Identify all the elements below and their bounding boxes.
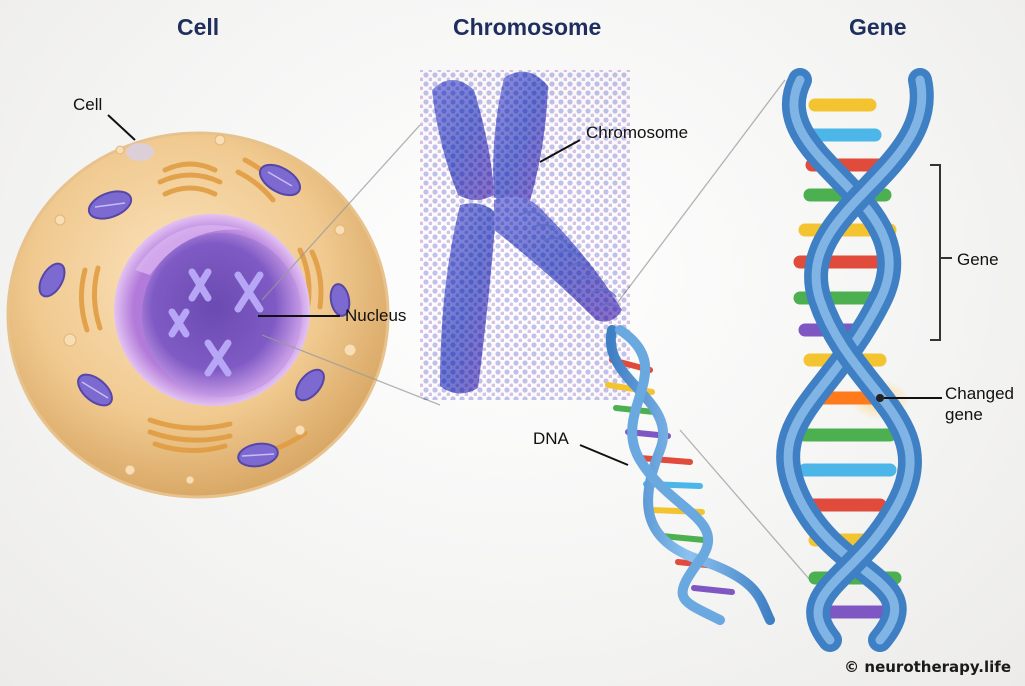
heading-cell: Cell [177,14,220,40]
heading-gene: Gene [849,14,907,40]
chromosome-illustration [420,70,630,400]
copyright-credit: © neurotherapy.life [844,658,1011,676]
leader-lines [107,114,942,466]
cell-illustration [6,131,390,499]
dna-double-helix-large [776,68,934,652]
gene-bracket [930,164,952,341]
label-changed-gene: Changed gene [945,383,1014,425]
zoom-guide-lines [261,79,811,581]
label-changed-gene-line1: Changed [945,384,1015,403]
label-cell: Cell [73,95,103,114]
label-chromosome: Chromosome [586,123,689,142]
heading-chromosome: Chromosome [453,14,602,40]
label-nucleus: Nucleus [345,306,407,325]
label-gene: Gene [957,250,999,269]
changed-gene-marker [876,394,884,402]
label-changed-gene-line2: gene [945,405,983,424]
dna-strand-small [605,325,775,625]
label-dna: DNA [533,429,569,448]
